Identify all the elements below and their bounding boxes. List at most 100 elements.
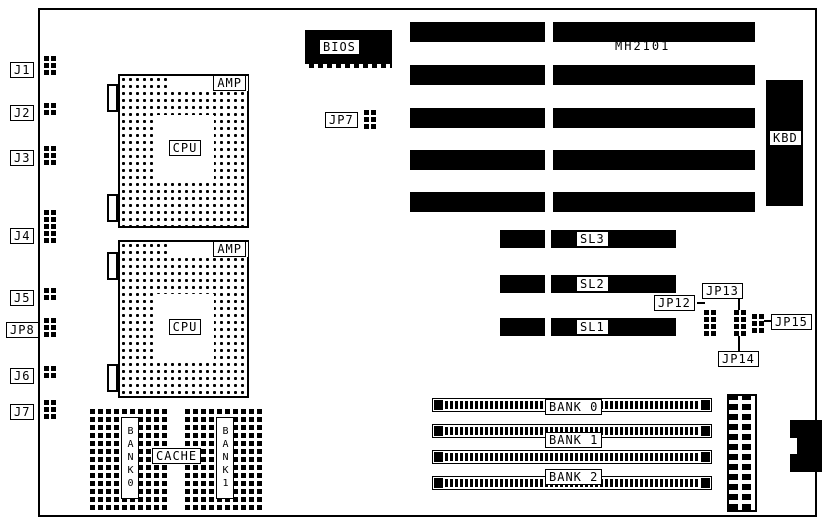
jumper-pins-j2 bbox=[44, 103, 56, 115]
jumper-pins-jp12 bbox=[704, 310, 716, 336]
kbd-label: KBD bbox=[769, 130, 802, 146]
sl1-segment-right bbox=[551, 318, 676, 336]
cache-bank1-label: BANK1 bbox=[216, 417, 234, 499]
socket1-lever-top bbox=[107, 84, 118, 112]
cpu-socket-2: AMP CPU bbox=[107, 240, 249, 398]
keyboard-connector: KBD bbox=[766, 80, 803, 206]
sl2-segment-left bbox=[500, 275, 545, 293]
sl-slot-1: SL1 bbox=[500, 318, 676, 336]
isa-slot-1-key bbox=[545, 22, 553, 42]
power-connector bbox=[727, 394, 757, 512]
simm2-right-clip bbox=[701, 426, 710, 436]
sl1-label: SL1 bbox=[576, 319, 609, 335]
jumper-label-j4: J4 bbox=[10, 228, 35, 244]
isa-slot-4-segment-right bbox=[553, 150, 755, 170]
simm2-left-clip bbox=[434, 426, 443, 436]
jumper-label-jp14: JP14 bbox=[718, 351, 759, 367]
sl1-key bbox=[545, 318, 551, 336]
cache-label: CACHE bbox=[152, 448, 202, 464]
amp-label-1: AMP bbox=[213, 75, 246, 91]
isa-slot-3 bbox=[410, 108, 755, 128]
jumper-pins-jp7 bbox=[364, 110, 376, 129]
simm1-right-clip bbox=[701, 400, 710, 410]
cpu-die-area-1: CPU bbox=[156, 115, 214, 181]
jumper-label-j6: J6 bbox=[10, 368, 35, 384]
isa-slot-1-segment-left bbox=[410, 22, 545, 42]
jumper-pins-j3 bbox=[44, 146, 56, 165]
isa-slot-2-segment-right bbox=[553, 65, 755, 85]
jumper-label-j3: J3 bbox=[10, 150, 35, 166]
external-port bbox=[790, 420, 822, 472]
isa-slot-1-segment-right bbox=[553, 22, 755, 42]
jumper-pins-j5 bbox=[44, 288, 56, 300]
sl3-segment-right bbox=[551, 230, 676, 248]
socket2-lever-bottom bbox=[107, 364, 118, 392]
jumper-pins-j4 bbox=[44, 210, 56, 243]
cpu-label-2: CPU bbox=[168, 319, 202, 335]
sl2-key bbox=[545, 275, 551, 293]
isa-slot-2-key bbox=[545, 65, 553, 85]
jumper-pins-jp8 bbox=[44, 318, 56, 337]
jumper-pins-j6 bbox=[44, 366, 56, 378]
jumper-label-jp8: JP8 bbox=[6, 322, 39, 338]
jumper-pins-j1 bbox=[44, 56, 56, 75]
jumper-label-jp13: JP13 bbox=[702, 283, 743, 299]
jumper-label-jp15: JP15 bbox=[771, 314, 812, 330]
simm4-left-clip bbox=[434, 478, 443, 488]
cpu-die-area-2: CPU bbox=[156, 294, 214, 360]
jp12-leader-line bbox=[697, 302, 705, 304]
memory-bank2-label: BANK 2 bbox=[545, 469, 603, 485]
jumper-pins-jp15 bbox=[752, 314, 764, 333]
jumper-label-jp12: JP12 bbox=[654, 295, 695, 311]
jp14-leader-line bbox=[738, 336, 740, 352]
memory-bank1-label: BANK 1 bbox=[545, 432, 603, 448]
isa-slot-4-key bbox=[545, 150, 553, 170]
socket2-lever-top bbox=[107, 252, 118, 280]
isa-slot-3-segment-right bbox=[553, 108, 755, 128]
socket1-lever-bottom bbox=[107, 194, 118, 222]
sl3-key bbox=[545, 230, 551, 248]
simm-slot-3 bbox=[432, 450, 712, 464]
isa-slot-4 bbox=[410, 150, 755, 170]
jumper-pins-j7 bbox=[44, 400, 56, 419]
board-model-text: MH2101 bbox=[615, 39, 671, 53]
isa-slot-3-key bbox=[545, 108, 553, 128]
jumper-label-j1: J1 bbox=[10, 62, 35, 78]
jp15-leader-line bbox=[764, 320, 771, 322]
sl3-segment-left bbox=[500, 230, 545, 248]
jumper-label-j5: J5 bbox=[10, 290, 35, 306]
simm3-right-clip bbox=[701, 452, 710, 462]
sl-slot-2: SL2 bbox=[500, 275, 676, 293]
isa-slot-2-segment-left bbox=[410, 65, 545, 85]
jumper-pins-jp13-jp14 bbox=[734, 310, 746, 336]
isa-slot-4-segment-left bbox=[410, 150, 545, 170]
isa-slot-5 bbox=[410, 192, 755, 212]
isa-slot-5-key bbox=[545, 192, 553, 212]
jp13-leader-line bbox=[738, 298, 740, 312]
bios-chip: BIOS bbox=[305, 30, 392, 68]
jumper-label-j7: J7 bbox=[10, 404, 35, 420]
sl2-segment-right bbox=[551, 275, 676, 293]
bios-label: BIOS bbox=[319, 39, 360, 55]
sl3-label: SL3 bbox=[576, 231, 609, 247]
cpu-label-1: CPU bbox=[168, 140, 202, 156]
simm2-contacts bbox=[445, 427, 699, 435]
sl1-segment-left bbox=[500, 318, 545, 336]
jumper-label-j2: J2 bbox=[10, 105, 35, 121]
bios-pin-row bbox=[305, 64, 392, 68]
sl-slot-3: SL3 bbox=[500, 230, 676, 248]
cpu-socket-1: AMP CPU bbox=[107, 74, 249, 228]
isa-slot-3-segment-left bbox=[410, 108, 545, 128]
amp-label-2: AMP bbox=[213, 241, 246, 257]
isa-slot-2 bbox=[410, 65, 755, 85]
isa-slot-1 bbox=[410, 22, 755, 42]
simm3-left-clip bbox=[434, 452, 443, 462]
memory-bank0-label: BANK 0 bbox=[545, 399, 603, 415]
cache-bank0-label: BANK0 bbox=[121, 417, 139, 499]
simm3-contacts bbox=[445, 453, 699, 461]
external-port-notch bbox=[790, 438, 797, 454]
sl2-label: SL2 bbox=[576, 276, 609, 292]
simm1-left-clip bbox=[434, 400, 443, 410]
jumper-label-jp7: JP7 bbox=[325, 112, 358, 128]
